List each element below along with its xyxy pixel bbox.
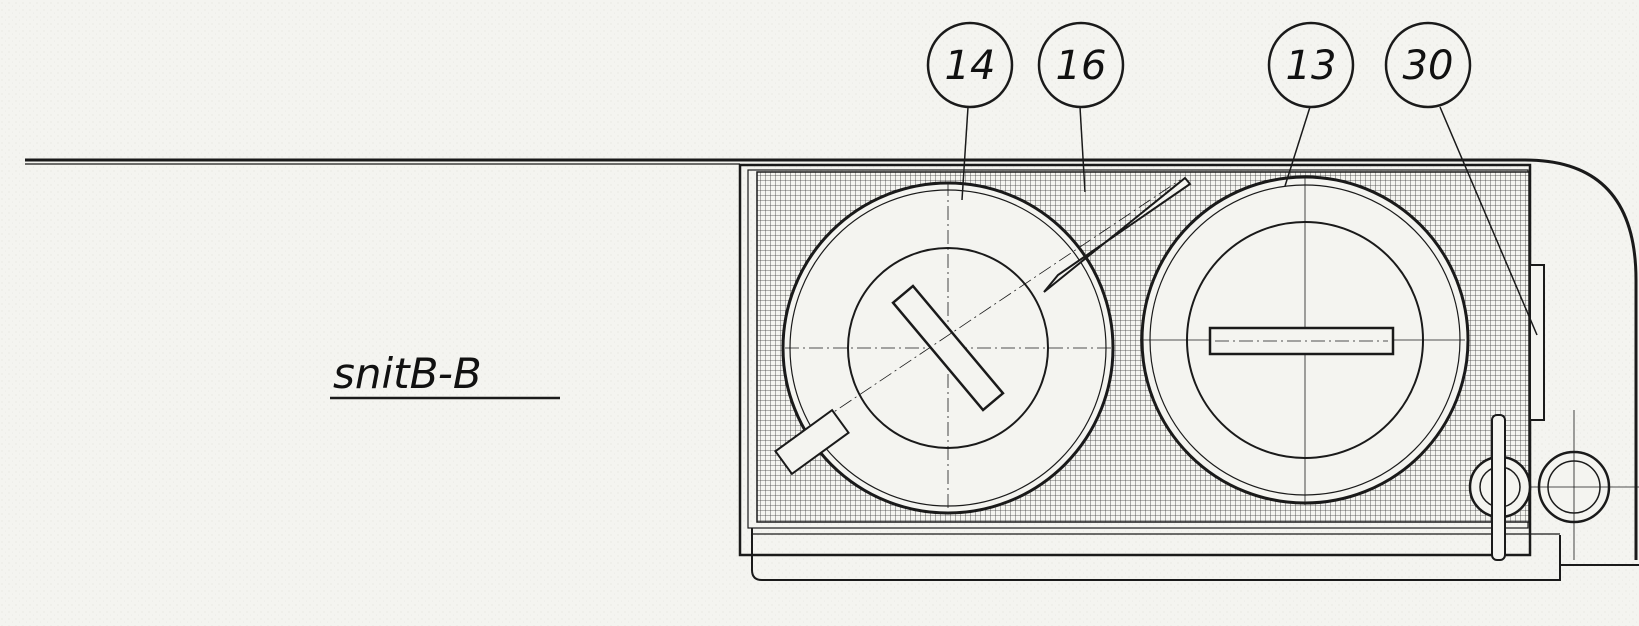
knob-right [1530, 410, 1639, 560]
callout-16: 16 [1037, 21, 1125, 193]
svg-text:14: 14 [945, 43, 996, 89]
svg-text:30: 30 [1403, 43, 1454, 89]
section-title-group: snitB-B [330, 349, 560, 400]
section-title: snitB-B [333, 349, 482, 398]
callout-30: 30 [1384, 21, 1538, 336]
top-edge-line [25, 158, 1638, 560]
callout-14: 14 [926, 21, 1014, 201]
pointer-needle [774, 176, 1192, 476]
left-dial [779, 179, 1181, 515]
side-bracket [1529, 264, 1545, 421]
right-dial [1140, 175, 1470, 505]
svg-text:16: 16 [1056, 43, 1107, 89]
callout-13: 13 [1267, 21, 1355, 187]
svg-text:13: 13 [1286, 43, 1337, 89]
